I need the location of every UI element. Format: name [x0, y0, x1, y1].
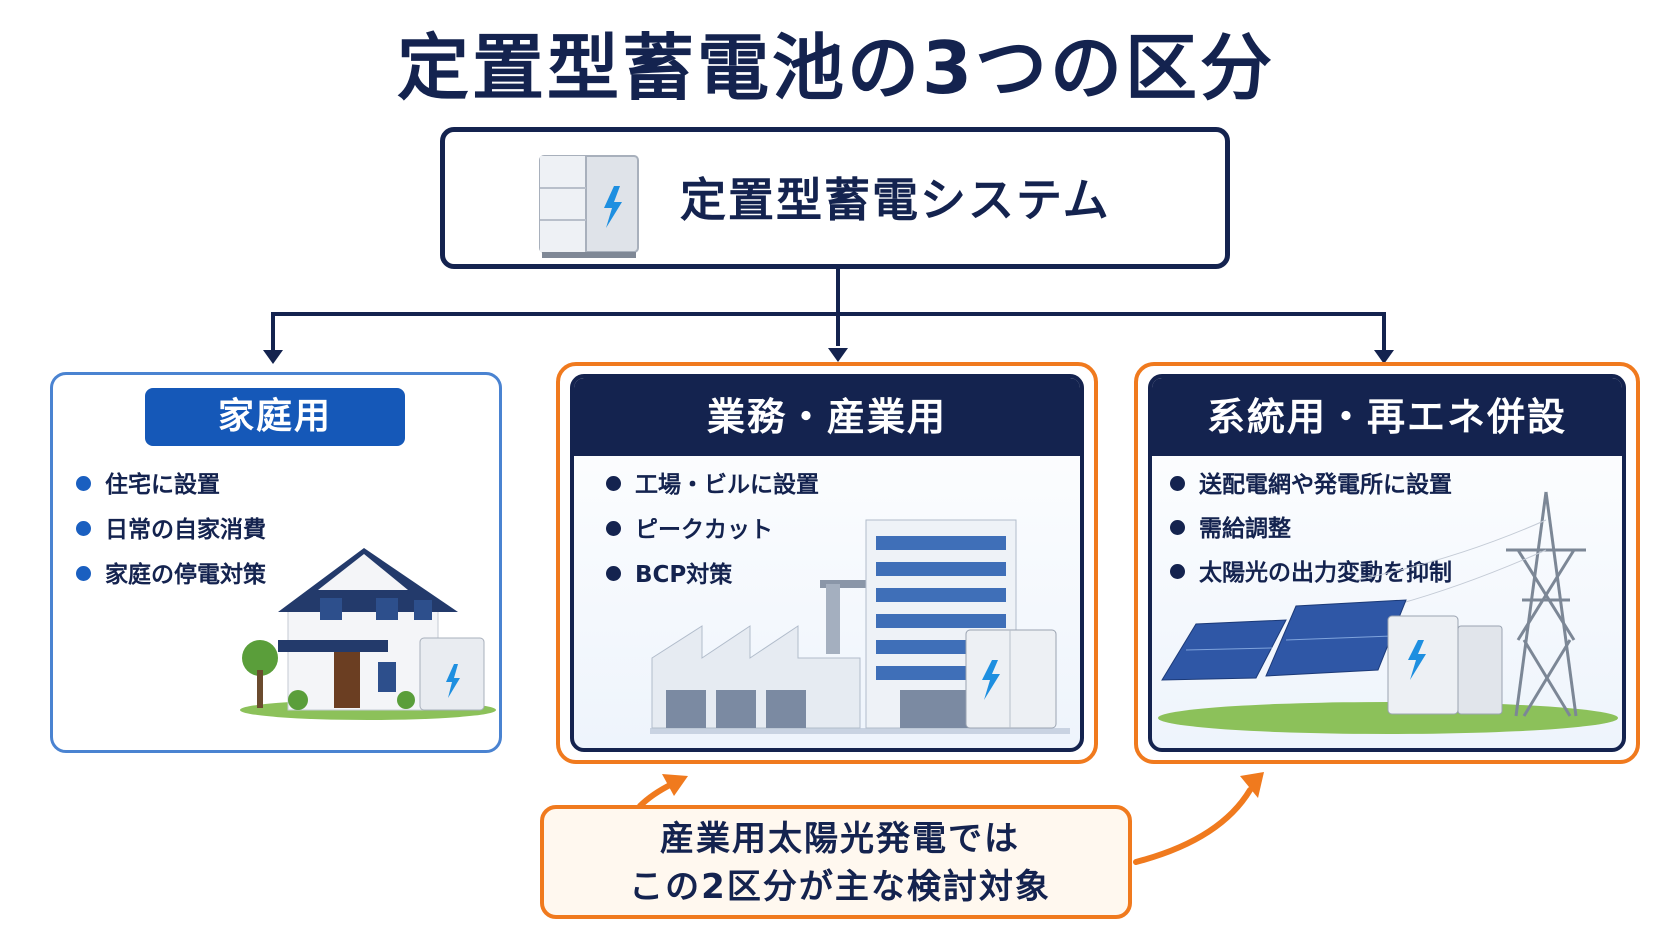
page-title: 定置型蓄電池の3つの区分: [396, 26, 1276, 110]
card-grid-bullet: 送配電網や発電所に設置: [1170, 470, 1452, 500]
arrow-grid: [1374, 350, 1394, 364]
solar-grid-illustration: [1158, 491, 1618, 734]
note-arrowhead-right: [1240, 772, 1264, 798]
card-business-bullet: ピークカット: [606, 515, 773, 545]
connector-branch: [271, 312, 1386, 352]
card-business-heading: 業務・産業用: [574, 378, 1080, 456]
card-household-heading: 家庭用: [145, 388, 405, 446]
arrow-home: [263, 350, 283, 364]
card-business-bullet: BCP対策: [606, 560, 732, 590]
note-arrowhead-left: [662, 774, 688, 796]
arrow-business: [828, 348, 848, 362]
card-household-bullet: 家庭の停電対策: [76, 560, 266, 590]
factory-building-illustration: [650, 519, 1070, 734]
battery-cabinet-icon: [539, 155, 639, 258]
note-line-2: この2区分が主な検討対象: [629, 867, 1051, 907]
house-illustration: [240, 548, 496, 720]
note-box: 産業用太陽光発電では この2区分が主な検討対象: [540, 805, 1132, 919]
card-business-bullet: 工場・ビルに設置: [606, 470, 819, 500]
root-label: 定置型蓄電システム: [680, 173, 1111, 227]
card-grid: 系統用・再エネ併設: [1148, 374, 1626, 752]
note-line-1: 産業用太陽光発電では: [660, 819, 1020, 859]
card-grid-heading: 系統用・再エネ併設: [1152, 378, 1622, 456]
note-arrow-right: [1133, 787, 1253, 865]
card-grid-bullet: 需給調整: [1170, 514, 1291, 544]
card-household-bullet: 住宅に設置: [76, 470, 220, 500]
card-household-bullet: 日常の自家消費: [76, 515, 266, 545]
card-grid-bullet: 太陽光の出力変動を抑制: [1170, 558, 1452, 588]
note-arrow-left: [637, 781, 675, 809]
